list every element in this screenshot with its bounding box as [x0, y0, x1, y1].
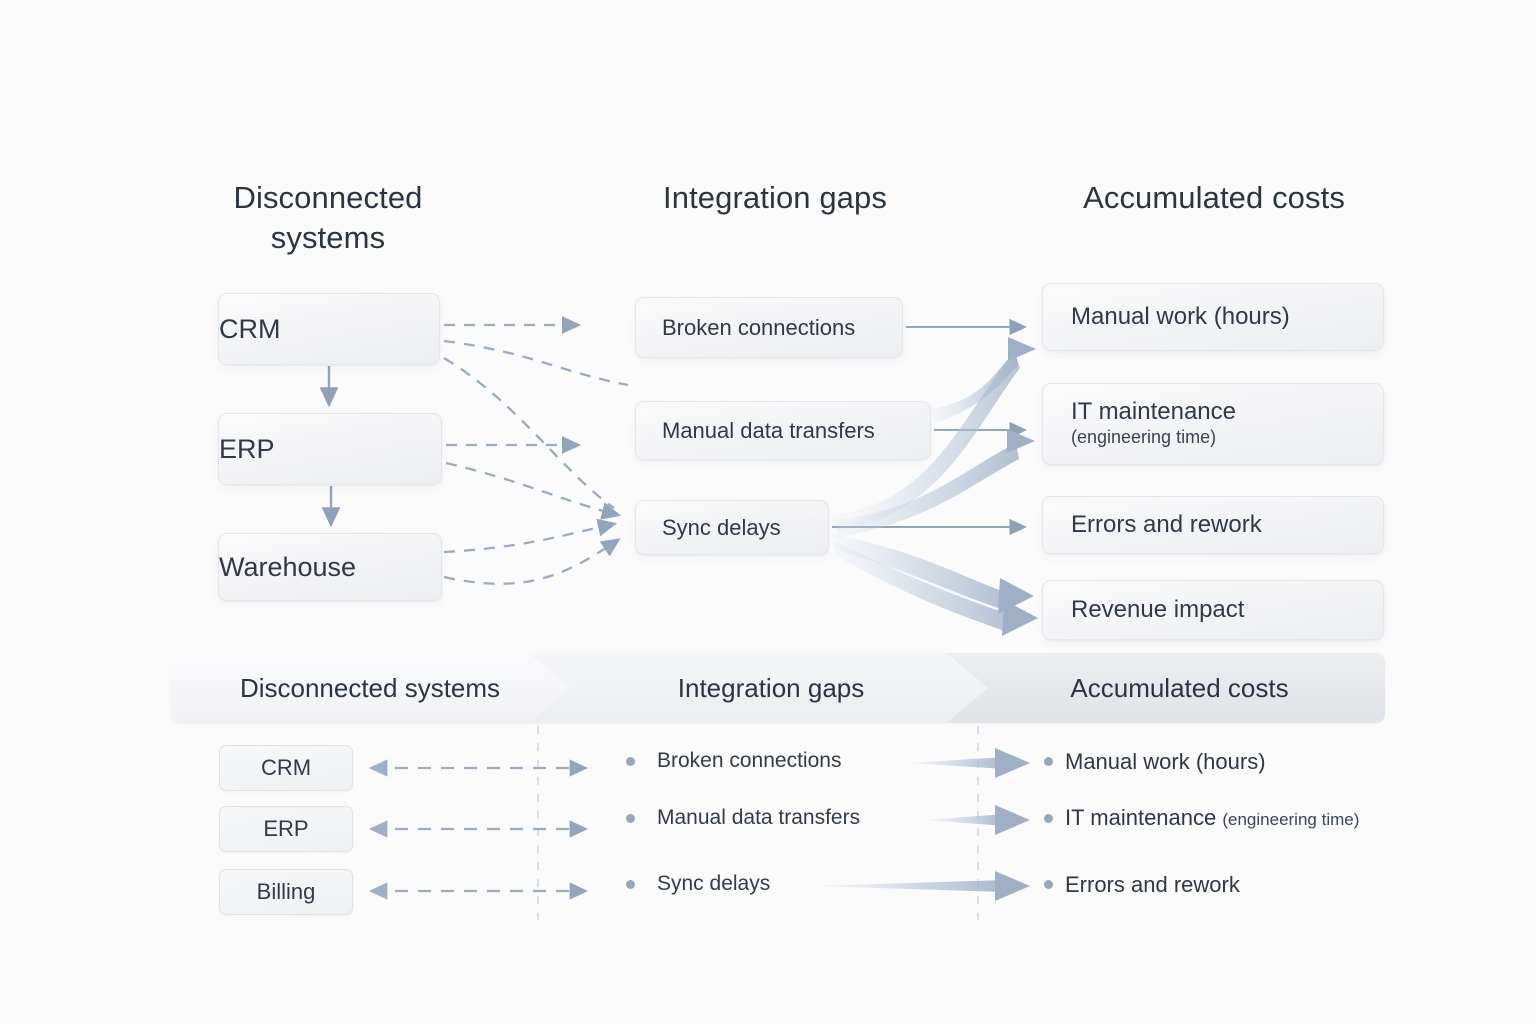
node-label: Broken connections: [662, 314, 856, 340]
list-item-manual-data-transfers[interactable]: Manual data transfers: [657, 806, 861, 829]
list-item-label: CRM: [260, 755, 312, 780]
node-label: Errors and rework: [1071, 511, 1262, 538]
breadcrumb-step-systems[interactable]: Disconnected systems: [170, 653, 570, 723]
node-label: Manual data transfers: [662, 417, 875, 443]
breadcrumb-label: Accumulated costs: [1070, 672, 1289, 703]
list-item-manual-work[interactable]: Manual work (hours): [1065, 748, 1395, 776]
node-sublabel: (engineering time): [1071, 427, 1217, 448]
breadcrumb: Disconnected systems Integration gaps Ac…: [170, 653, 1385, 723]
node-label: Revenue impact: [1071, 596, 1245, 623]
list-item-label: ERP: [263, 816, 309, 841]
node-label: Manual work (hours): [1071, 303, 1290, 330]
node-label: Sync delays: [662, 514, 781, 540]
node-errors-and-rework[interactable]: Errors and rework: [1042, 496, 1384, 554]
bullet-dot: [1044, 757, 1053, 766]
node-sync-delays[interactable]: Sync delays: [635, 500, 829, 555]
list-item-label: Manual work (hours): [1065, 749, 1266, 774]
bullet-dot: [626, 757, 635, 766]
list-item-sublabel: (engineering time): [1222, 810, 1360, 829]
gap-to-cost-ribbons: [832, 337, 1038, 636]
node-erp[interactable]: ERP: [218, 413, 442, 485]
list-item-crm[interactable]: CRM: [219, 745, 353, 791]
bullet-dot: [1044, 880, 1053, 889]
breadcrumb-step-costs[interactable]: Accumulated costs: [946, 653, 1385, 723]
list-item-erp[interactable]: ERP: [219, 806, 353, 852]
list-item-sync-delays[interactable]: Sync delays: [657, 872, 771, 895]
list-item-broken-connections[interactable]: Broken connections: [657, 749, 842, 772]
breadcrumb-label: Disconnected systems: [239, 672, 501, 703]
column-heading-systems: Disconnected systems: [233, 180, 423, 255]
node-label-group: IT maintenance (engineering time): [1071, 398, 1383, 449]
list-item-label: Errors and rework: [1065, 872, 1240, 897]
node-label: CRM: [219, 313, 281, 344]
node-label: ERP: [219, 433, 275, 464]
node-warehouse[interactable]: Warehouse: [218, 533, 442, 601]
list-item-billing[interactable]: Billing: [219, 869, 353, 915]
bullet-dot: [626, 880, 635, 889]
breadcrumb-step-gaps[interactable]: Integration gaps: [528, 653, 988, 723]
system-to-gap-links: [443, 316, 629, 585]
node-it-maintenance[interactable]: IT maintenance (engineering time): [1042, 383, 1384, 465]
breadcrumb-label: Integration gaps: [677, 672, 865, 703]
node-broken-connections[interactable]: Broken connections: [635, 297, 903, 358]
node-crm[interactable]: CRM: [218, 293, 440, 365]
list-item-label: Billing: [256, 879, 316, 904]
node-label: IT maintenance: [1071, 398, 1236, 426]
node-revenue-impact[interactable]: Revenue impact: [1042, 580, 1384, 640]
list-item-label: IT maintenance: [1065, 805, 1223, 830]
node-manual-data-transfers[interactable]: Manual data transfers: [635, 401, 931, 460]
node-manual-work[interactable]: Manual work (hours): [1042, 283, 1384, 351]
node-label: Warehouse: [219, 551, 357, 582]
bullet-dot: [626, 814, 635, 823]
bottom-dashed-links: [368, 759, 589, 900]
column-heading-costs: Accumulated costs: [1083, 180, 1345, 215]
column-heading-gaps: Integration gaps: [663, 180, 887, 215]
list-item-errors-and-rework[interactable]: Errors and rework: [1065, 871, 1395, 899]
bullet-dot: [1044, 814, 1053, 823]
list-item-it-maintenance[interactable]: IT maintenance (engineering time): [1065, 804, 1395, 832]
